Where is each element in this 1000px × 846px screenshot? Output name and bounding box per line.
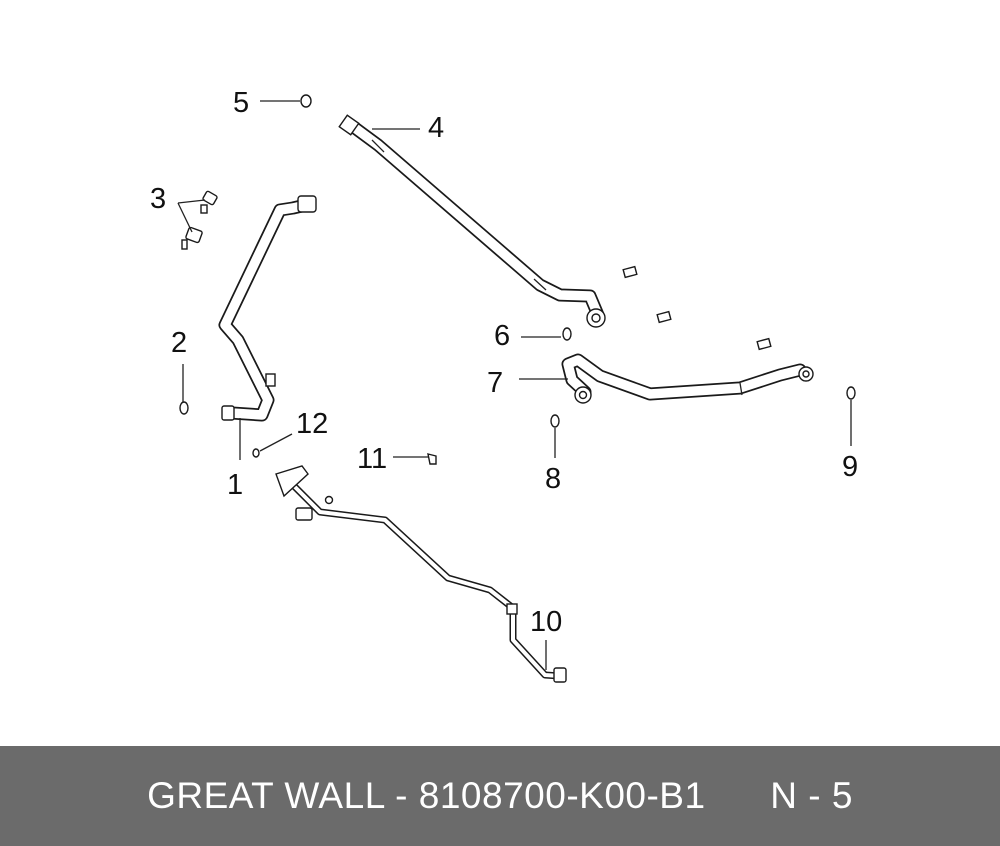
- callout-7: 7: [487, 367, 503, 399]
- callout-8: 8: [545, 463, 561, 495]
- footer-page-text: N - 5: [770, 775, 853, 816]
- part-8-o-ring: [550, 414, 560, 428]
- footer-banner: GREAT WALL - 8108700-K00-B1 N - 5: [0, 746, 1000, 846]
- part-6-o-ring: [562, 327, 572, 341]
- part-9-o-ring: [846, 386, 856, 400]
- callout-9: 9: [842, 451, 858, 483]
- part-11-clip: [427, 453, 437, 465]
- callout-6: 6: [494, 320, 510, 352]
- callout-3: 3: [150, 183, 166, 215]
- part-3-clips: [181, 190, 218, 250]
- part-7-hose: [561, 353, 814, 404]
- part-5-o-ring: [300, 94, 312, 108]
- callout-12: 12: [296, 408, 328, 440]
- part-4-hose: [338, 114, 606, 328]
- callout-10: 10: [530, 606, 562, 638]
- part-12-o-ring: [252, 448, 260, 458]
- callout-11: 11: [357, 443, 387, 475]
- footer-spacer: [706, 775, 771, 817]
- mounting-bolts: [622, 265, 772, 351]
- callout-2: 2: [171, 327, 187, 359]
- callout-4: 4: [428, 112, 444, 144]
- callout-5: 5: [233, 87, 249, 119]
- part-1-hose: [218, 195, 317, 422]
- leader-lines: [177, 100, 852, 670]
- footer-part-text: GREAT WALL - 8108700-K00-B1: [147, 775, 706, 816]
- part-10-pipe: [275, 465, 567, 683]
- callout-1: 1: [227, 469, 243, 501]
- parts-diagram: 5 4 3 2 6 7 12 11 8 9 1 10: [150, 87, 858, 683]
- part-2-o-ring: [179, 401, 189, 415]
